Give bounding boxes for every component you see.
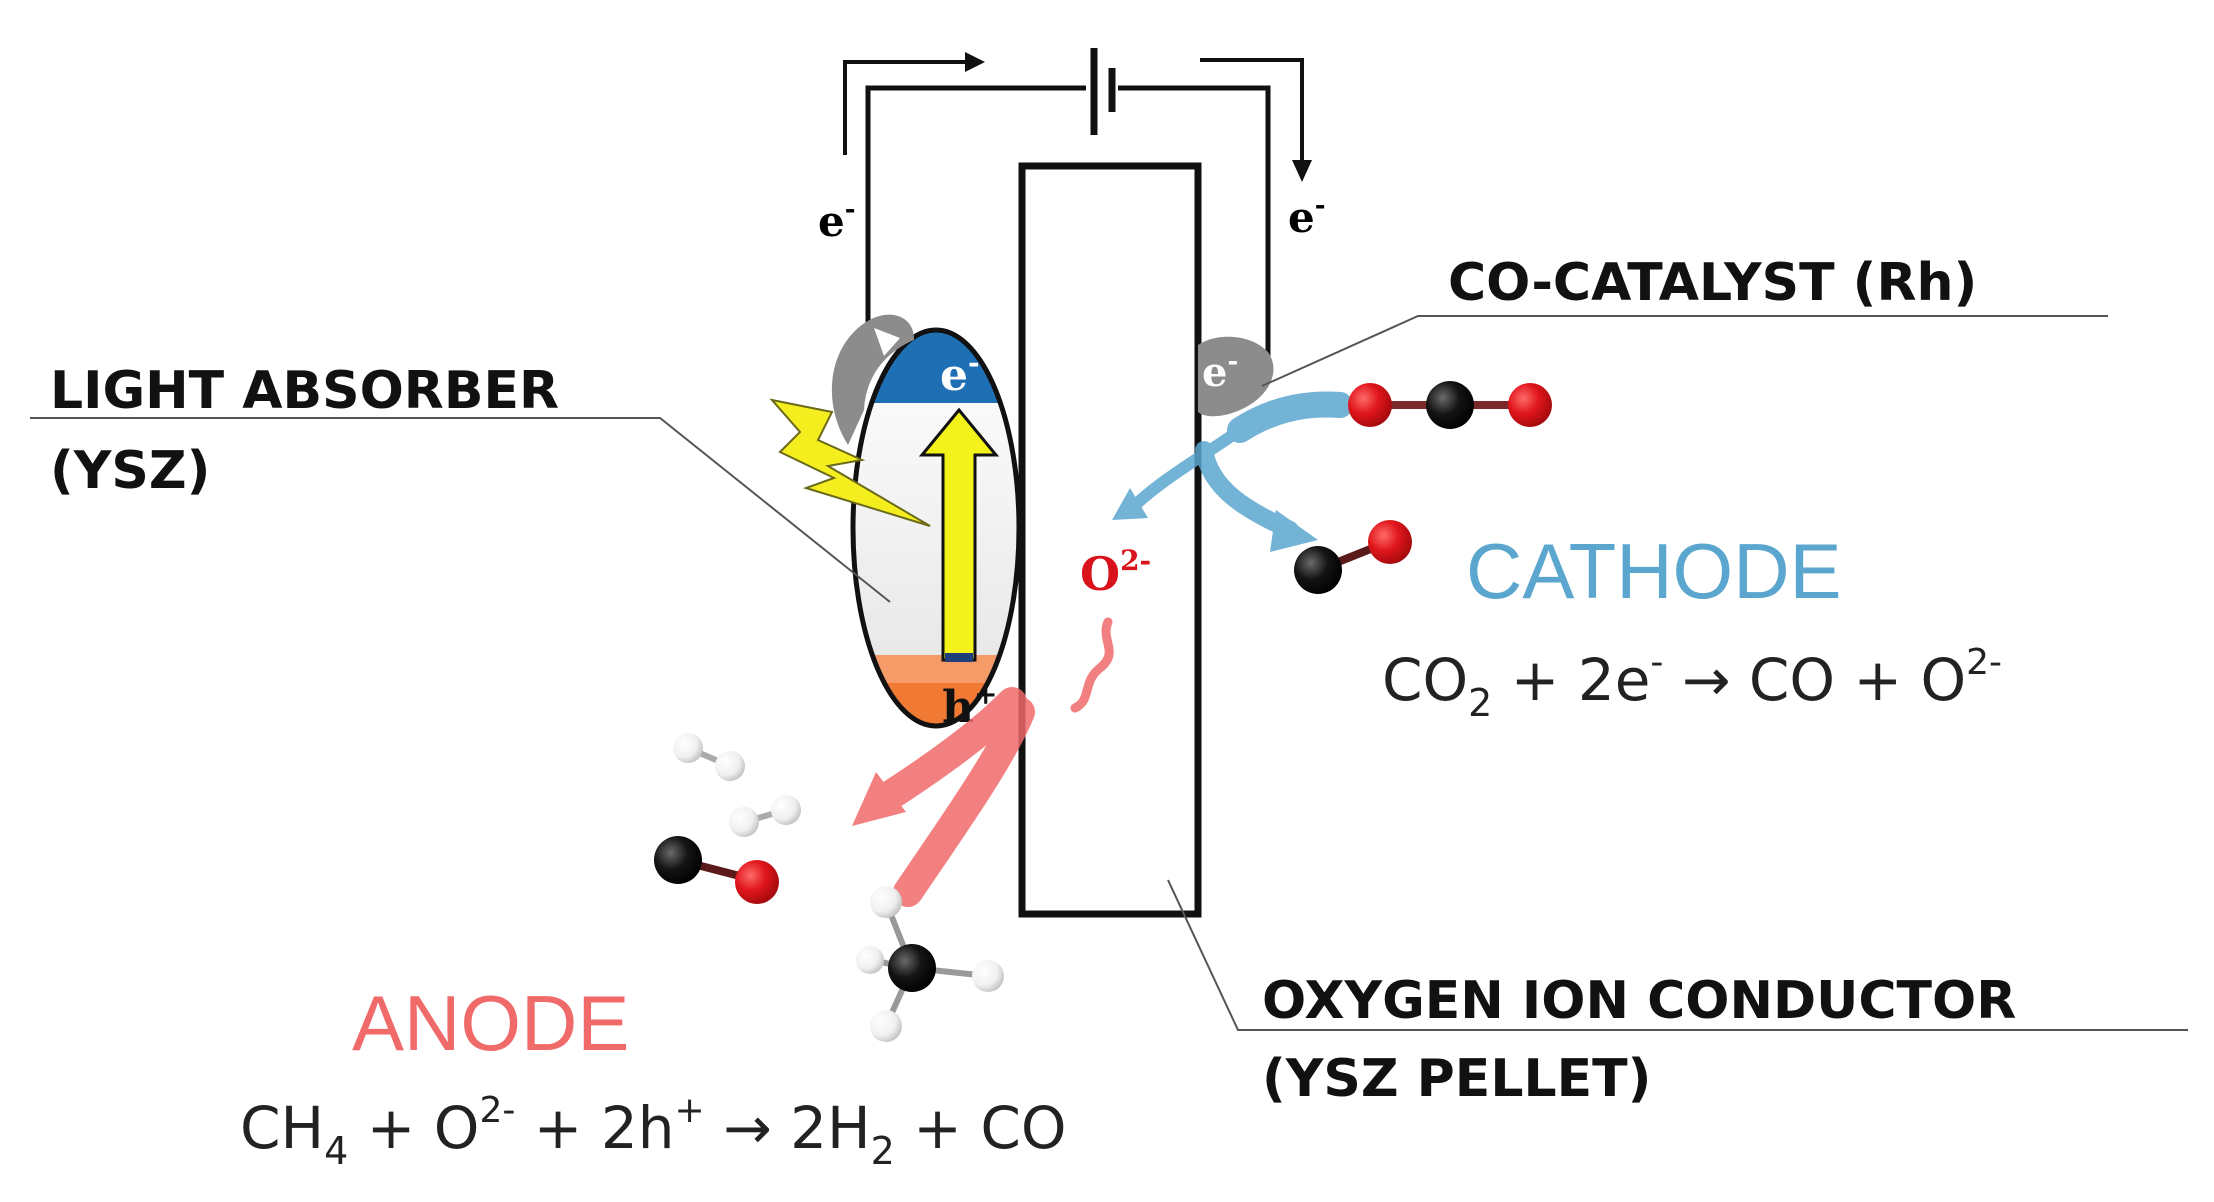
anode-equation: CH4 + O2- + 2h+ → 2H2 + CO: [240, 1090, 1066, 1173]
methane-feed-arrow: [893, 697, 1035, 907]
excitation-arrow-base: [945, 653, 973, 662]
product-arrow-co-head: [852, 772, 906, 826]
h2-molecule-lower: [729, 795, 801, 837]
co-molecule-anode: [654, 836, 779, 904]
anode-arrows: [852, 617, 1114, 907]
co-molecule-cathode: [1294, 520, 1412, 594]
product-arrow-co: [865, 687, 1027, 817]
co-release-arrow-head: [1270, 510, 1318, 552]
ch4-molecule: [856, 886, 1004, 1042]
co2-molecule: [1348, 381, 1552, 429]
co2-feed-arrow: [1227, 391, 1353, 443]
current-direction-arrows: [843, 52, 1312, 182]
light-absorber-label: LIGHT ABSORBER: [50, 361, 559, 421]
electron-transfer-arrowhead: [874, 328, 900, 356]
leader-light-absorber: [30, 417, 891, 603]
absorber-electron-label: e-: [940, 346, 980, 401]
oxygen-conductor-sublabel: (YSZ PELLET): [1262, 1049, 1651, 1109]
leader-cocatalyst: [1261, 315, 2108, 387]
current-arrow-right-head: [1292, 160, 1312, 182]
circuit-wire-left: [865, 85, 1086, 355]
battery-icon: [1090, 48, 1116, 135]
anode-label: ANODE: [352, 979, 629, 1067]
light-absorber-sublabel: (YSZ): [50, 441, 210, 501]
external-circuit: [865, 85, 1271, 375]
current-arrow-left: [843, 60, 968, 155]
cocatalyst-label: CO-CATALYST (Rh): [1448, 253, 1977, 313]
oxide-ion-label: O2-: [1080, 544, 1151, 601]
oxide-formation-arrow: [1124, 424, 1246, 516]
leader-lines: [30, 315, 2188, 1031]
leader-oxygen-conductor: [1167, 879, 2188, 1031]
cathode-label: CATHODE: [1466, 527, 1842, 615]
electron-label-right: e-: [1288, 191, 1326, 242]
h2-molecule-upper: [673, 733, 745, 781]
cathode-equation: CO2 + 2e- → CO + O2-: [1382, 642, 2002, 725]
current-arrow-right: [1200, 58, 1304, 165]
cocatalyst-blob: [1198, 336, 1274, 417]
oxygen-ion-conductor-pellet: [1018, 162, 1202, 918]
excitation-arrow: [918, 407, 1000, 662]
oxide-arrow-head: [1112, 488, 1148, 520]
cathode-arrows: [1112, 391, 1353, 552]
cocatalyst-electron-label: e-: [1202, 347, 1238, 396]
electron-label-left: e-: [818, 195, 856, 246]
electron-transfer-blob-left: [831, 314, 915, 445]
oxygen-conductor-label: OXYGEN ION CONDUCTOR: [1262, 971, 2016, 1031]
current-arrow-left-head: [965, 52, 985, 72]
circuit-wire-right: [1118, 85, 1271, 375]
lightning-bolt-icon: [769, 398, 931, 527]
oxide-migration-wave: [1070, 617, 1114, 713]
